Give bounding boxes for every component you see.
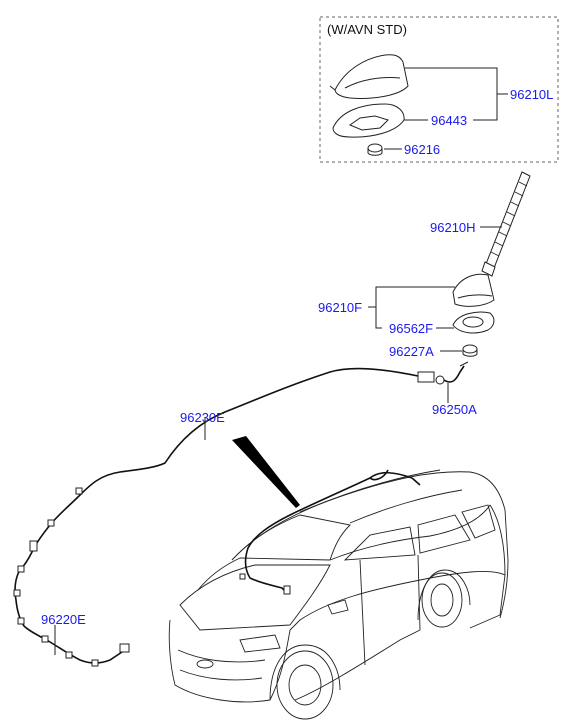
part-96216: 96216 [404,142,440,157]
antenna-base-pad [332,103,405,138]
fin-tab [329,85,336,91]
roof-rail-left [299,469,441,513]
roof-rail-right [349,489,463,524]
windshield [231,514,351,561]
clip [91,659,99,667]
rocker [294,629,421,701]
antenna-base [452,273,495,307]
harness-tail [411,477,421,486]
base-line [457,294,493,299]
rear-rim [430,583,454,617]
feeder-cable: 96230E 96250A 96220E [13,361,477,667]
front-door-line [359,559,366,666]
grille-bottom [179,669,263,681]
part-96230E: 96230E [180,410,225,425]
rear-wheel [421,572,463,628]
grommet-96227A-side [462,349,478,357]
rear-end [469,504,506,629]
option-box-label: (W/AVN STD) [327,22,407,37]
antenna-base-assembly: 96210F 96562F 96227A [318,273,495,359]
antenna-rod [485,171,531,269]
harness-connector [283,585,291,595]
clip [17,565,25,573]
side-mirror [327,599,349,615]
part-96250A: 96250A [432,402,477,417]
suv-vehicle [168,469,509,720]
rear-side-window [417,514,471,554]
connector-pigtail [443,365,465,383]
clip [13,589,21,597]
connector-nut [435,375,445,385]
fin-contour [344,77,401,89]
front-rim [288,664,322,706]
roof-harness [244,471,413,595]
mast-antenna: 96210H [430,171,531,277]
pointer-wedge [232,436,300,508]
front-side-window [343,526,416,561]
front-wheel [276,650,334,720]
hood [179,564,331,631]
avn-option-box: (W/AVN STD) 96210L 96443 96216 [319,16,559,163]
headlamp [239,634,281,653]
clip [17,617,25,625]
grommet-96227A [462,344,478,354]
clip [47,519,55,527]
part-96227A: 96227A [389,344,434,359]
clip [29,540,38,552]
cable-end-connector [119,643,130,653]
emblem [196,659,214,669]
grommet-side [367,148,383,156]
part-96210H: 96210H [430,220,476,235]
rear-door-line [417,554,421,631]
grommet-96216 [367,143,383,153]
clip [75,487,83,495]
harness-clip [239,573,246,580]
pigtail-end [459,361,469,367]
part-96210F: 96210F [318,300,362,315]
part-96562F: 96562F [389,321,433,336]
car-beltline [197,504,491,591]
front-wheel-arch [269,644,341,701]
side-crease [289,570,506,631]
base-pad-96562F [452,311,495,334]
part-96443: 96443 [431,113,467,128]
harness-branch [369,469,389,481]
grille-top [177,649,266,663]
rear-wheel-arch [417,569,471,621]
quarter-window [461,504,496,539]
clip [41,635,49,643]
rod-base [481,261,496,277]
front-fascia [168,619,291,703]
part-96220E: 96220E [41,612,86,627]
cable-connector [417,371,435,383]
pad-detail [348,115,389,131]
pad-hole [462,316,484,328]
car-roof-outline [231,471,509,619]
shark-fin-cover [334,54,409,99]
part-96210L: 96210L [510,87,553,102]
clip [65,651,73,659]
